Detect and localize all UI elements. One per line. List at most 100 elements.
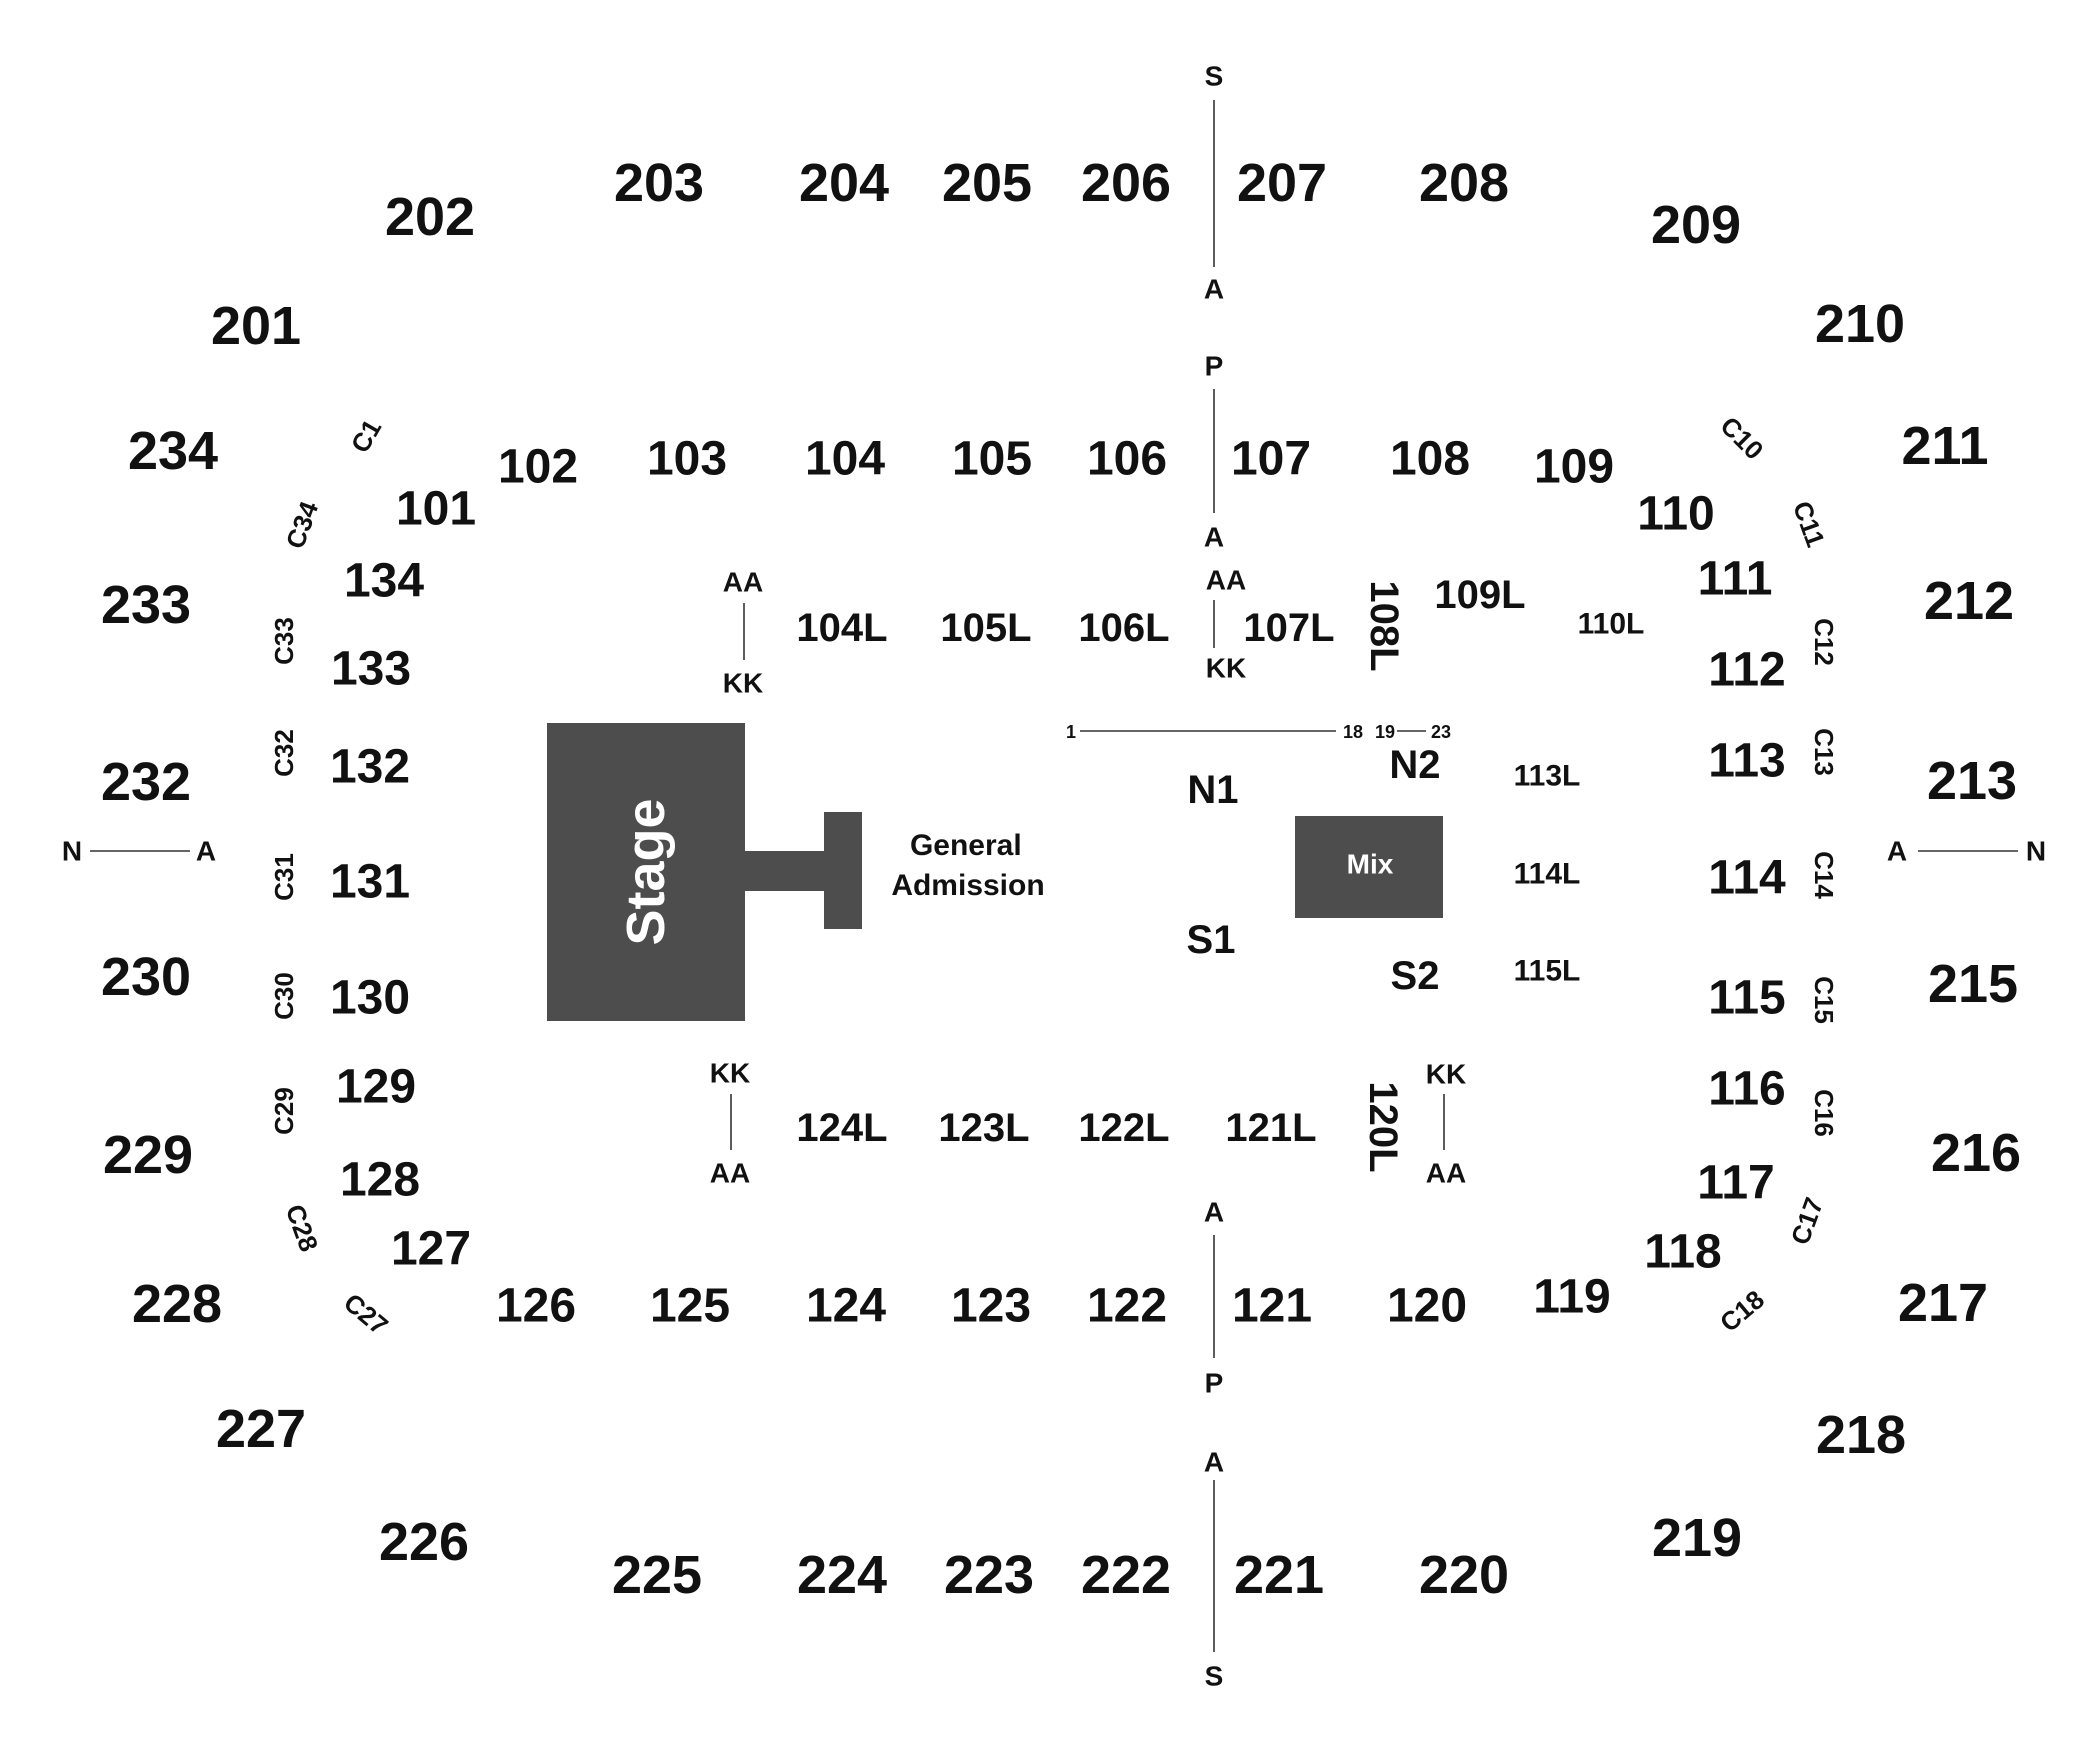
section-104[interactable]: 104: [805, 433, 885, 486]
section-227[interactable]: 227: [216, 1399, 306, 1459]
section-104L[interactable]: 104L: [796, 606, 887, 650]
section-105[interactable]: 105: [952, 433, 1032, 486]
section-122[interactable]: 122: [1087, 1280, 1167, 1333]
section-111[interactable]: 111: [1698, 553, 1773, 606]
section-C17[interactable]: C17: [1785, 1193, 1830, 1248]
section-201[interactable]: 201: [211, 296, 301, 356]
section-218[interactable]: 218: [1816, 1405, 1906, 1465]
section-N2[interactable]: N2: [1389, 743, 1440, 787]
section-204[interactable]: 204: [799, 153, 889, 213]
section-125[interactable]: 125: [650, 1280, 730, 1333]
section-203[interactable]: 203: [614, 153, 704, 213]
section-112[interactable]: 112: [1708, 644, 1785, 697]
section-C27[interactable]: C27: [338, 1287, 394, 1341]
section-101[interactable]: 101: [396, 483, 476, 536]
section-133[interactable]: 133: [331, 643, 411, 696]
section-131[interactable]: 131: [330, 856, 410, 909]
section-121L[interactable]: 121L: [1225, 1106, 1316, 1150]
section-115L[interactable]: 115L: [1514, 955, 1581, 988]
section-C1[interactable]: C1: [345, 414, 388, 458]
section-C15[interactable]: C15: [1809, 976, 1839, 1024]
section-228[interactable]: 228: [132, 1274, 222, 1334]
section-208[interactable]: 208: [1419, 153, 1509, 213]
section-134[interactable]: 134: [344, 555, 424, 608]
section-107L[interactable]: 107L: [1243, 606, 1334, 650]
section-C13[interactable]: C13: [1809, 728, 1839, 776]
section-211[interactable]: 211: [1901, 416, 1988, 476]
section-C14[interactable]: C14: [1809, 851, 1839, 899]
section-128[interactable]: 128: [340, 1154, 420, 1207]
stage-block[interactable]: [547, 723, 745, 1021]
section-209[interactable]: 209: [1651, 195, 1741, 255]
section-210[interactable]: 210: [1815, 294, 1905, 354]
section-206[interactable]: 206: [1081, 153, 1171, 213]
section-217[interactable]: 217: [1898, 1273, 1988, 1333]
section-129[interactable]: 129: [336, 1061, 416, 1114]
section-C33[interactable]: C33: [269, 617, 299, 665]
section-113[interactable]: 113: [1708, 735, 1785, 788]
section-233[interactable]: 233: [101, 575, 191, 635]
section-127[interactable]: 127: [391, 1223, 471, 1276]
section-110[interactable]: 110: [1637, 488, 1714, 541]
section-215[interactable]: 215: [1928, 954, 2018, 1014]
section-103[interactable]: 103: [647, 433, 727, 486]
section-123L[interactable]: 123L: [938, 1106, 1029, 1150]
section-222[interactable]: 222: [1081, 1545, 1171, 1605]
section-107[interactable]: 107: [1231, 433, 1311, 486]
section-213[interactable]: 213: [1927, 751, 2017, 811]
section-110L[interactable]: 110L: [1578, 608, 1645, 641]
section-130[interactable]: 130: [330, 972, 410, 1025]
section-C28[interactable]: C28: [280, 1200, 325, 1255]
section-102[interactable]: 102: [498, 441, 578, 494]
section-219[interactable]: 219: [1652, 1508, 1742, 1568]
section-224[interactable]: 224: [797, 1545, 887, 1605]
section-C18[interactable]: C18: [1714, 1284, 1770, 1338]
section-232[interactable]: 232: [101, 752, 191, 812]
section-207[interactable]: 207: [1237, 153, 1327, 213]
section-124[interactable]: 124: [806, 1280, 886, 1333]
section-N1[interactable]: N1: [1187, 768, 1238, 812]
section-115[interactable]: 115: [1708, 972, 1785, 1025]
section-108L[interactable]: 108L: [1362, 580, 1406, 671]
section-202[interactable]: 202: [385, 187, 475, 247]
section-120[interactable]: 120: [1387, 1280, 1467, 1333]
section-216[interactable]: 216: [1931, 1123, 2021, 1183]
section-S1[interactable]: S1: [1187, 918, 1236, 962]
section-205[interactable]: 205: [942, 153, 1032, 213]
section-212[interactable]: 212: [1924, 571, 2014, 631]
section-109L[interactable]: 109L: [1434, 573, 1525, 617]
section-105L[interactable]: 105L: [940, 606, 1031, 650]
section-116[interactable]: 116: [1708, 1063, 1785, 1116]
section-120L[interactable]: 120L: [1361, 1081, 1405, 1172]
section-C32[interactable]: C32: [269, 729, 299, 777]
section-122L[interactable]: 122L: [1078, 1106, 1169, 1150]
section-108[interactable]: 108: [1390, 433, 1470, 486]
section-C34[interactable]: C34: [280, 497, 325, 553]
section-126[interactable]: 126: [496, 1280, 576, 1333]
section-118[interactable]: 118: [1644, 1226, 1721, 1279]
section-C11[interactable]: C11: [1787, 497, 1831, 551]
section-114[interactable]: 114: [1708, 852, 1786, 905]
section-114L[interactable]: 114L: [1514, 858, 1581, 891]
section-132[interactable]: 132: [330, 741, 410, 794]
section-229[interactable]: 229: [103, 1125, 193, 1185]
section-234[interactable]: 234: [128, 421, 218, 481]
section-226[interactable]: 226: [379, 1512, 469, 1572]
section-S2[interactable]: S2: [1391, 954, 1440, 998]
section-106[interactable]: 106: [1087, 433, 1167, 486]
section-C16[interactable]: C16: [1809, 1089, 1839, 1137]
section-113L[interactable]: 113L: [1514, 760, 1581, 793]
section-C31[interactable]: C31: [269, 853, 299, 901]
section-C29[interactable]: C29: [269, 1087, 299, 1135]
section-C12[interactable]: C12: [1809, 618, 1839, 666]
section-117[interactable]: 117: [1697, 1157, 1774, 1210]
section-C10[interactable]: C10: [1715, 411, 1770, 466]
section-119[interactable]: 119: [1533, 1271, 1610, 1324]
section-121[interactable]: 121: [1232, 1280, 1312, 1333]
section-124L[interactable]: 124L: [796, 1106, 887, 1150]
section-221[interactable]: 221: [1234, 1545, 1324, 1605]
general-admission-label[interactable]: General Admission: [891, 829, 1044, 902]
section-C30[interactable]: C30: [269, 972, 299, 1020]
section-109[interactable]: 109: [1534, 441, 1614, 494]
section-123[interactable]: 123: [951, 1280, 1031, 1333]
